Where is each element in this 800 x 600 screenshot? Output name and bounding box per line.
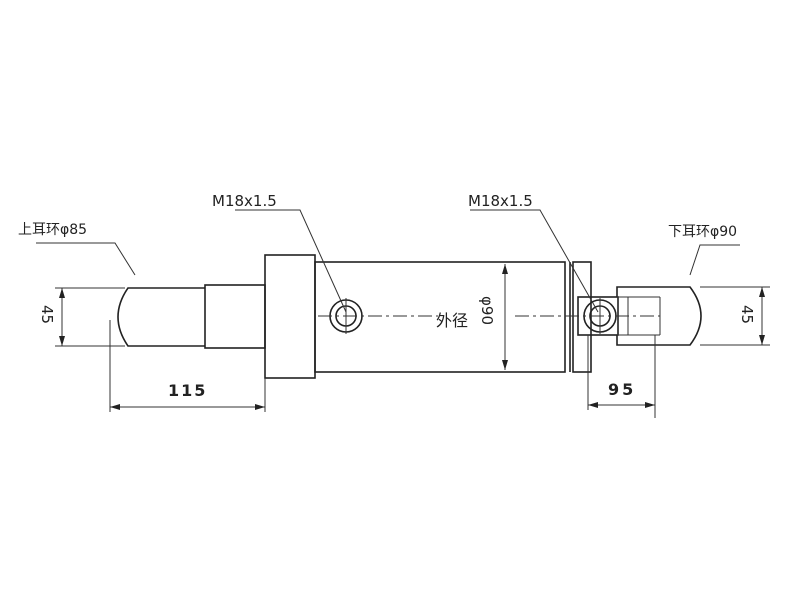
thread-label-right: M18x1.5 [468,192,533,210]
left-length-dimension: 115 [168,381,207,400]
cylinder-head [264,254,316,379]
cylinder-cap [572,261,592,373]
outer-diameter-value: φ90 [478,296,496,325]
cylinder-barrel [314,261,566,373]
lower-ear-ring [616,286,702,346]
thread-label-left: M18x1.5 [212,192,277,210]
right-length-dimension: 95 [608,380,636,399]
right-height-dimension: 45 [738,305,756,324]
upper-ear-label: 上耳环φ85 [18,222,87,238]
outer-diameter-label: 外径 [436,311,468,330]
upper-ear-ring [117,287,205,347]
lower-ear-label: 下耳环φ90 [668,224,737,240]
left-height-dimension: 45 [38,305,56,324]
piston-rod [204,284,266,349]
